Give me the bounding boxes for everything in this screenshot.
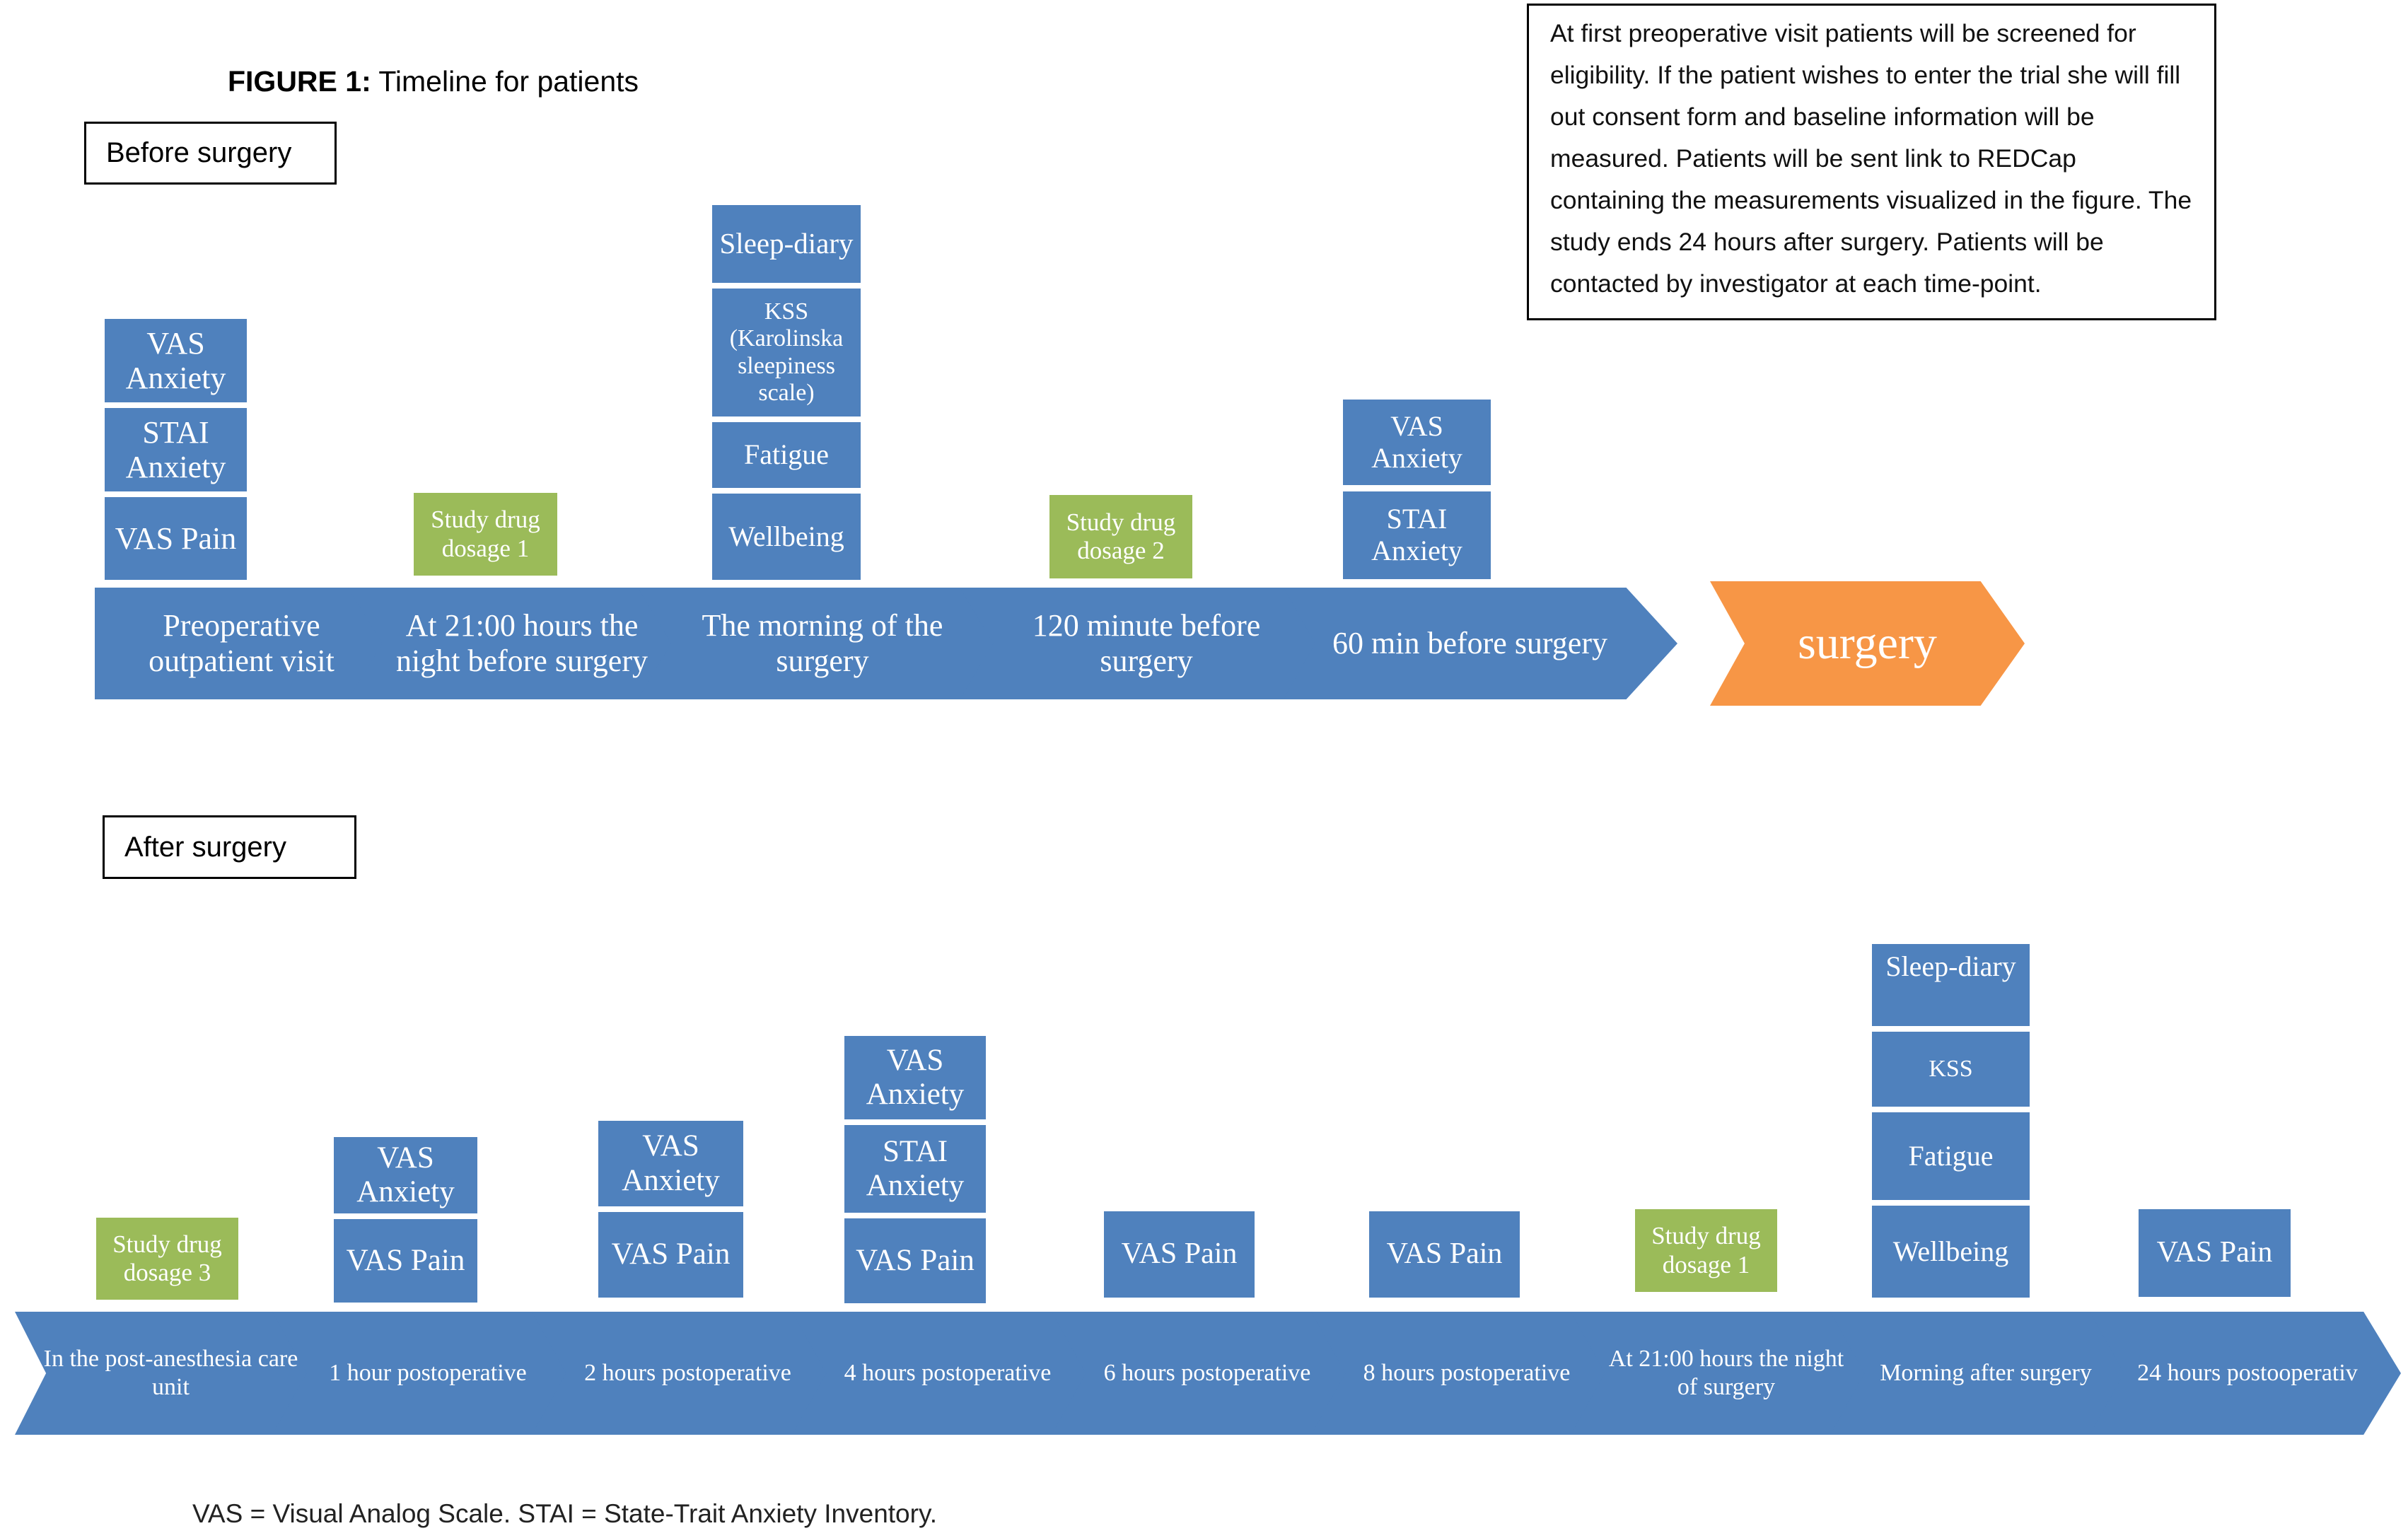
measure-wellbeing: Wellbeing	[712, 494, 861, 580]
measure-label: VAS Pain	[1121, 1237, 1238, 1271]
measure-vas-anxiety: VAS Anxiety	[105, 319, 247, 402]
stage-morning-after: Morning after surgery	[1830, 1312, 2141, 1435]
measure-wellbeing: Wellbeing	[1872, 1206, 2030, 1298]
measure-vas-pain: VAS Pain	[598, 1212, 743, 1298]
stage-label: 4 hours postoperative	[844, 1360, 1052, 1386]
measure-vas-anxiety: VAS Anxiety	[1343, 400, 1491, 485]
measure-label: Fatigue	[1908, 1139, 1994, 1172]
measure-kss: KSS	[1872, 1032, 2030, 1107]
measure-label: VAS Anxiety	[622, 1129, 720, 1197]
footnote: VAS = Visual Analog Scale. STAI = State-…	[192, 1499, 937, 1528]
measure-stai-anxiety: STAI Anxiety	[105, 408, 247, 491]
stage-label: 2 hours postoperative	[584, 1360, 791, 1386]
measure-vas-pain: VAS Pain	[105, 497, 247, 580]
measure-sleep-diary: Sleep-diary	[1872, 944, 2030, 1026]
measure-label: VAS Anxiety	[866, 1043, 965, 1111]
after-surgery-label: After surgery	[103, 815, 356, 879]
measure-sleep-diary: Sleep-diary	[712, 205, 861, 283]
measure-label: STAI Anxiety	[125, 414, 226, 484]
study-drug-dosage-1: Study drug dosage 1	[414, 493, 557, 576]
stage-1-hour: 1 hour postoperative	[272, 1312, 583, 1435]
stage-label: Preoperative outpatient visit	[149, 608, 335, 678]
measure-label: Study drug dosage 3	[112, 1230, 222, 1286]
stage-label: The morning of the surgery	[702, 608, 943, 678]
study-drug-dosage-2: Study drug dosage 2	[1049, 495, 1192, 578]
stage-label: 6 hours postoperative	[1103, 1360, 1311, 1386]
measure-vas-anxiety: VAS Anxiety	[598, 1121, 743, 1206]
measure-fatigue: Fatigue	[1872, 1112, 2030, 1200]
study-note: At first preoperative visit patients wil…	[1527, 4, 2216, 320]
measure-vas-pain: VAS Pain	[844, 1218, 986, 1303]
measure-label: Sleep-diary	[719, 227, 854, 260]
measure-label: VAS Pain	[346, 1243, 465, 1277]
figure-title: FIGURE 1: Timeline for patients	[228, 65, 639, 98]
measure-label: Study drug dosage 1	[1651, 1222, 1761, 1278]
measure-label: Wellbeing	[728, 520, 844, 552]
stage-night-before: At 21:00 hours the night before surgery	[348, 588, 693, 699]
measure-label: VAS Anxiety	[125, 325, 226, 395]
stage-label: At 21:00 hours the night before surgery	[396, 608, 648, 678]
measure-fatigue: Fatigue	[712, 422, 861, 488]
stage-60-min-before: 60 min before surgery	[1284, 588, 1677, 699]
measure-label: STAI Anxiety	[1371, 503, 1462, 566]
stage-4-hours: 4 hours postoperative	[792, 1312, 1103, 1435]
measure-vas-anxiety: VAS Anxiety	[334, 1137, 477, 1213]
measure-label: STAI Anxiety	[866, 1134, 965, 1202]
stage-label: 60 min before surgery	[1332, 626, 1607, 660]
stage-label: Morning after surgery	[1880, 1360, 2092, 1386]
surgery-arrow: surgery	[1710, 581, 2025, 706]
measure-label: VAS Anxiety	[356, 1141, 455, 1208]
measure-label: VAS Pain	[856, 1243, 975, 1277]
measure-label: VAS Anxiety	[1371, 409, 1462, 474]
measure-label: VAS Pain	[611, 1237, 731, 1271]
stage-24-hours: 24 hours postooperativ	[2090, 1312, 2401, 1435]
surgery-label: surgery	[1798, 617, 1937, 669]
measure-vas-pain: VAS Pain	[2139, 1209, 2291, 1297]
stage-label: In the post-anesthesia care unit	[43, 1346, 298, 1400]
stage-label: 8 hours postoperative	[1363, 1360, 1571, 1386]
study-drug-dosage-3: Study drug dosage 3	[96, 1218, 238, 1300]
figure-title-text: Timeline for patients	[371, 65, 639, 98]
stage-label: At 21:00 hours the night of surgery	[1608, 1346, 1844, 1400]
measure-vas-anxiety: VAS Anxiety	[844, 1036, 986, 1119]
measure-stai-anxiety: STAI Anxiety	[1343, 491, 1491, 579]
stage-6-hours: 6 hours postoperative	[1052, 1312, 1363, 1435]
stage-morning-of-surgery: The morning of the surgery	[638, 588, 1007, 699]
measure-vas-pain: VAS Pain	[1369, 1211, 1520, 1298]
measure-label: Study drug dosage 2	[1066, 508, 1176, 564]
measure-label: Wellbeing	[1892, 1235, 2009, 1267]
measure-label: VAS Pain	[1386, 1237, 1503, 1271]
measure-label: KSS (Karolinska sleepiness scale)	[729, 298, 844, 406]
measure-label: Sleep-diary	[1885, 950, 2016, 982]
stage-8-hours: 8 hours postoperative	[1311, 1312, 1622, 1435]
stage-preoperative-visit: Preoperative outpatient visit	[95, 588, 397, 699]
stage-label: 120 minute before surgery	[1032, 608, 1261, 678]
stage-label: 1 hour postoperative	[329, 1360, 527, 1386]
measure-vas-pain: VAS Pain	[334, 1219, 477, 1303]
study-drug-dosage-1: Study drug dosage 1	[1635, 1209, 1777, 1292]
stage-2-hours: 2 hours postoperative	[532, 1312, 844, 1435]
measure-stai-anxiety: STAI Anxiety	[844, 1125, 986, 1213]
measure-vas-pain: VAS Pain	[1104, 1211, 1255, 1298]
measure-label: Fatigue	[744, 438, 829, 471]
before-surgery-label: Before surgery	[84, 122, 337, 185]
stage-pacu: In the post-anesthesia care unit	[15, 1312, 327, 1435]
measure-kss: KSS (Karolinska sleepiness scale)	[712, 289, 861, 416]
stage-night-of-surgery: At 21:00 hours the night of surgery	[1571, 1312, 1882, 1435]
measure-label: Study drug dosage 1	[431, 506, 540, 562]
measure-label: VAS Pain	[2156, 1236, 2273, 1269]
stage-label: 24 hours postooperativ	[2137, 1360, 2358, 1386]
stage-120-min-before: 120 minute before surgery	[960, 588, 1333, 699]
measure-label: KSS	[1929, 1055, 1973, 1082]
figure-title-label: FIGURE 1:	[228, 65, 371, 98]
measure-label: VAS Pain	[115, 520, 237, 556]
